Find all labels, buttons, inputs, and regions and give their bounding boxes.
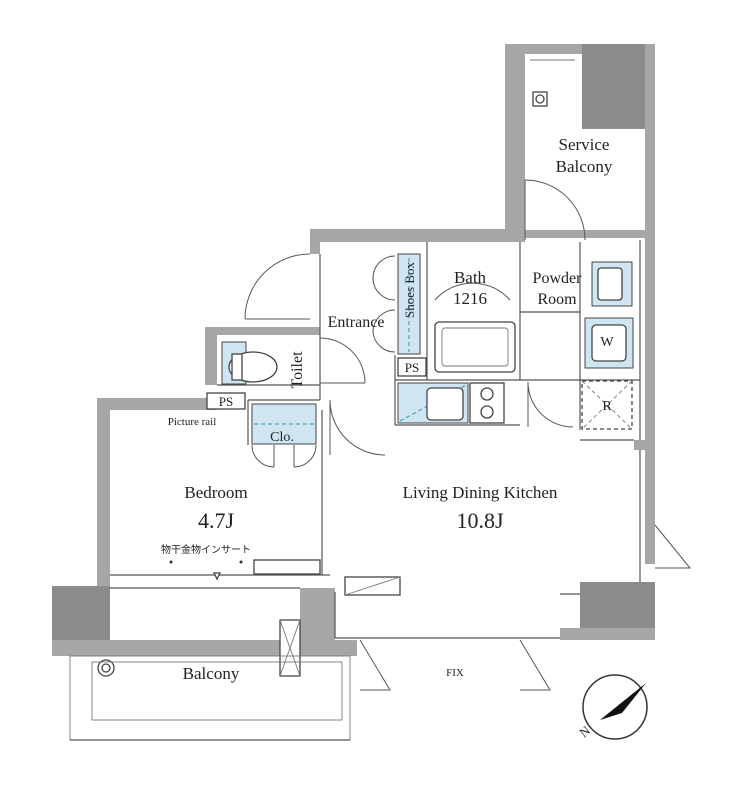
picture-rail-label: Picture rail: [168, 416, 217, 428]
powder-room-label-1: Powder: [533, 270, 583, 287]
service-balcony-label-1: Service: [559, 135, 610, 154]
labels: Service Balcony Bath 1216 Powder Room Sh…: [161, 135, 614, 683]
bath-size-label: 1216: [453, 289, 487, 308]
compass-north-label: N: [576, 722, 593, 740]
balcony-label: Balcony: [183, 664, 240, 683]
bedroom-label: Bedroom: [184, 483, 247, 502]
doors: [244, 179, 692, 691]
fix-window-label: FIX: [446, 667, 464, 679]
bedroom-size-label: 4.7J: [198, 508, 235, 533]
service-balcony-label-2: Balcony: [556, 157, 613, 176]
fridge-label: R: [602, 399, 612, 414]
shoes-box-label: Shoes Box: [402, 262, 417, 318]
ldk-size-label: 10.8J: [456, 508, 504, 533]
compass: N: [576, 674, 648, 740]
powder-room-label-2: Room: [537, 291, 577, 308]
ps-toilet-label: PS: [219, 394, 233, 409]
washer-label: W: [600, 335, 614, 350]
fixtures: [69, 59, 634, 741]
bath-label: Bath: [454, 268, 487, 287]
drying-insert-label: 物干金物インサート: [161, 543, 251, 556]
ps-bath-label: PS: [405, 360, 419, 375]
toilet-label: Toilet: [289, 351, 306, 389]
entrance-label: Entrance: [328, 314, 385, 331]
compass-circle-icon: [582, 674, 648, 740]
ldk-label: Living Dining Kitchen: [403, 483, 558, 502]
north-arrow-icon: [600, 683, 646, 720]
closet-label: Clo.: [270, 430, 294, 445]
partitions: [110, 240, 641, 639]
